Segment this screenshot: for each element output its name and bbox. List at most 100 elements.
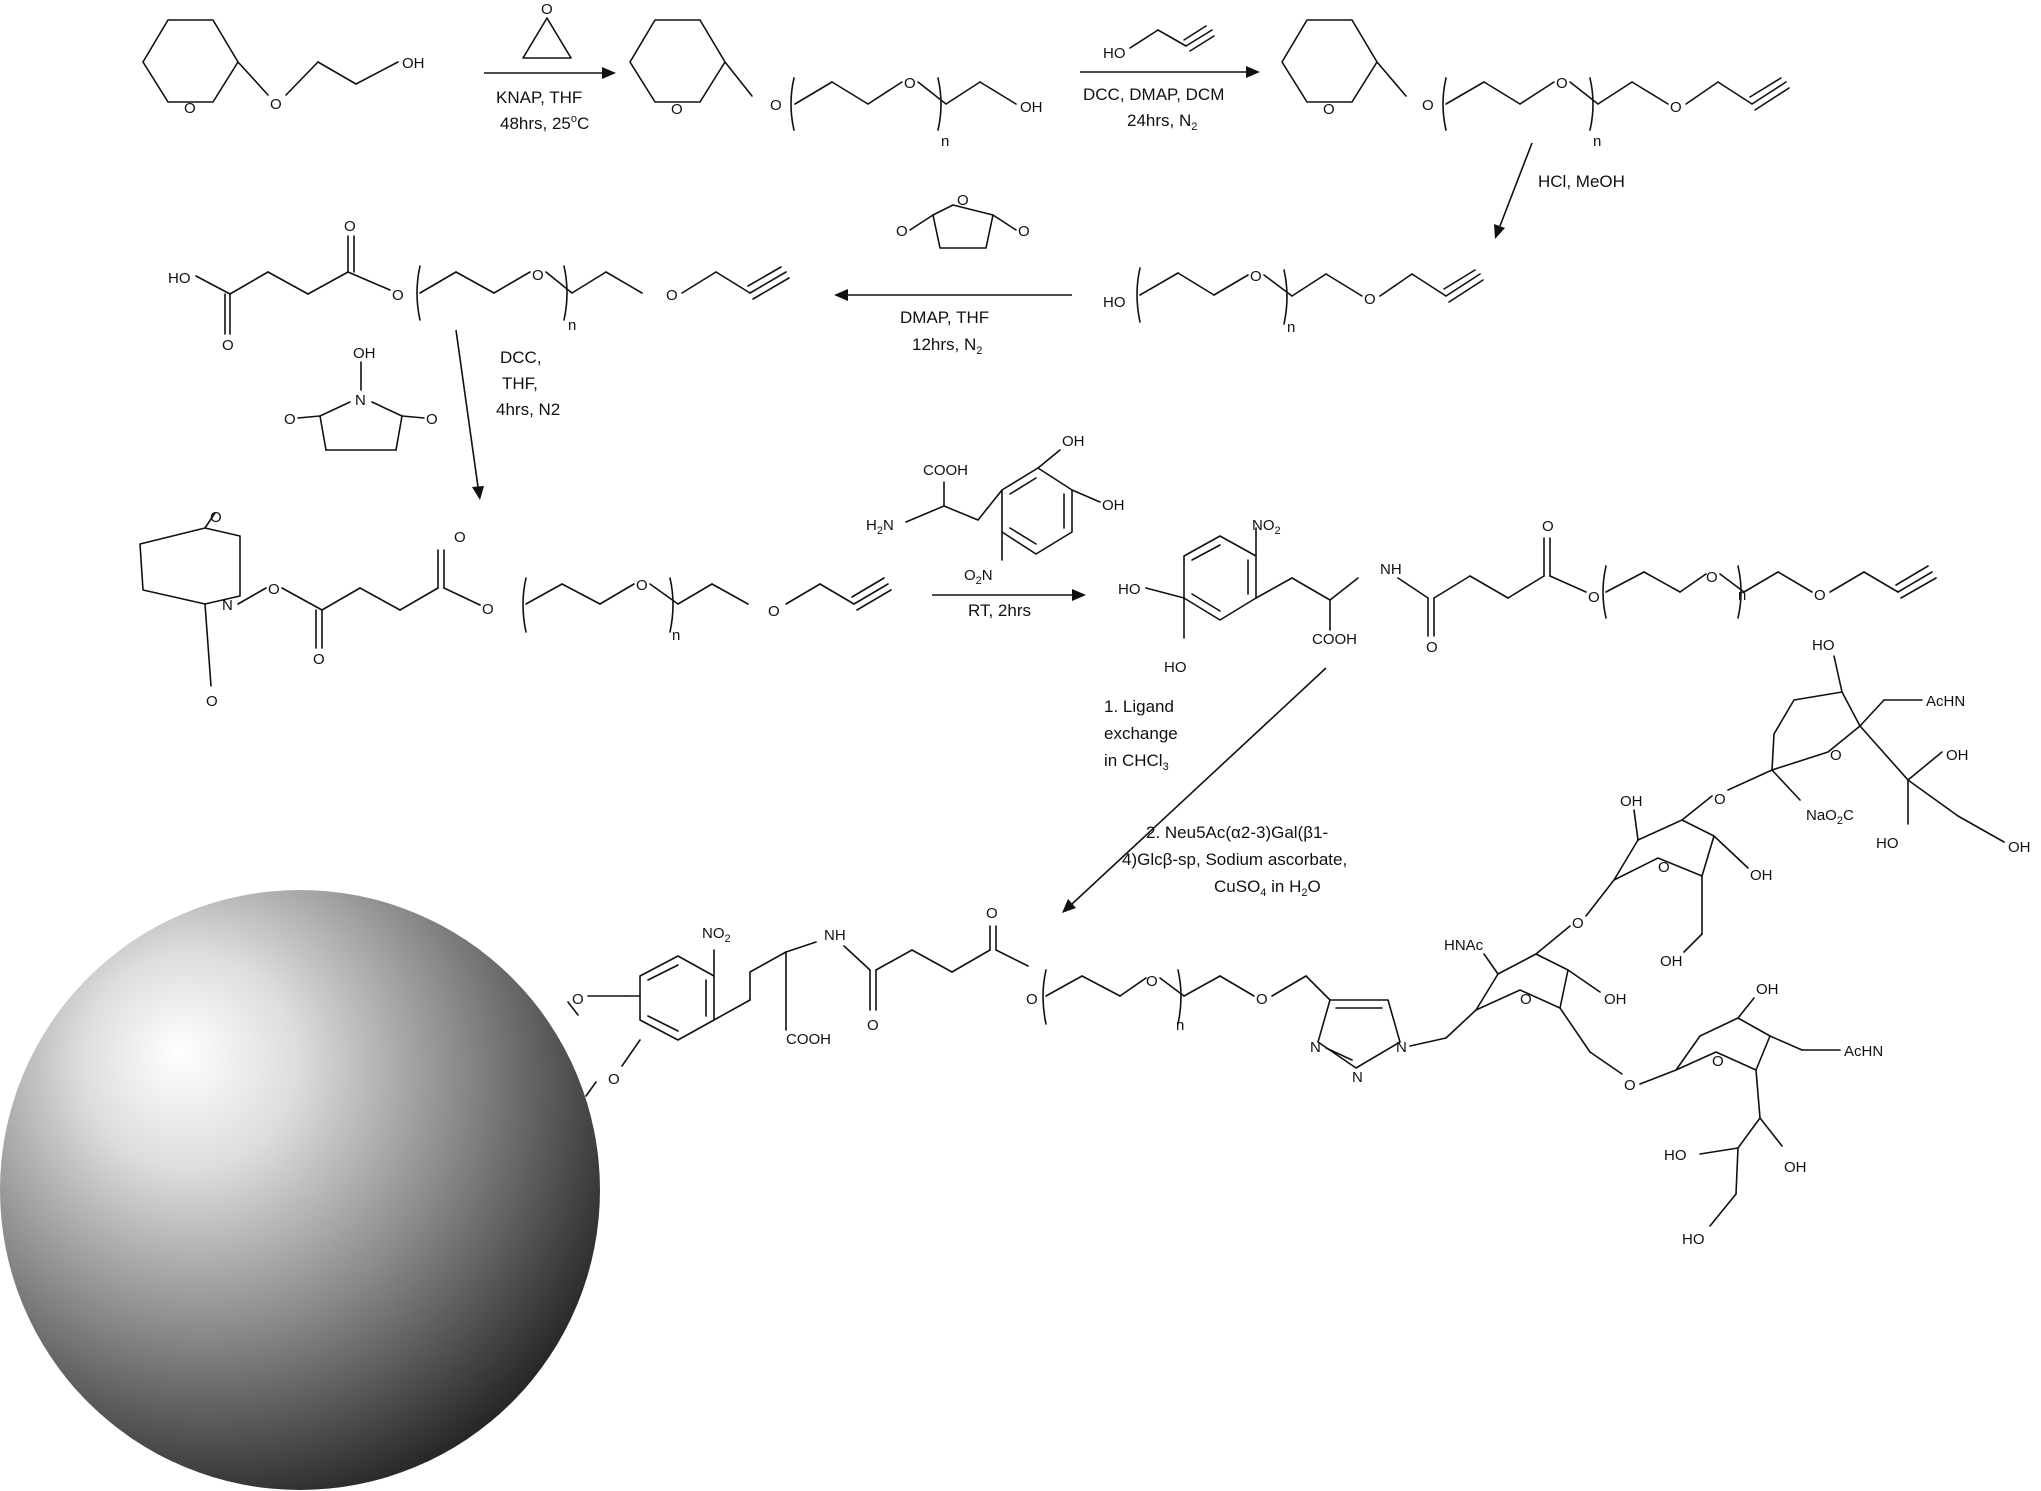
atom-bottom-oh-1: OH [1784, 1159, 1807, 1176]
atom-gal-oh-1: OH [1620, 793, 1643, 810]
atom-amide-o: O [1426, 639, 1438, 656]
reaction-step-7: 1. Ligand exchange in CHCl3 2. Neu5Ac(α2… [1062, 667, 1347, 913]
reagent-o2n: O2N [964, 567, 993, 587]
atom-bottom-ho-2: HO [1682, 1231, 1705, 1248]
repeat-unit-n: n [941, 133, 949, 150]
atom-neu-nao2c: NaO2C [1806, 807, 1854, 827]
atom-ring-o: O [671, 101, 683, 118]
molecule-nitrocatechol-peg-alkyne: NO2 HO HO COOH NH O O O O n O [1118, 517, 1937, 676]
atom-peg-o: O [1146, 973, 1158, 990]
molecule-thp-ethanol: O O OH [142, 19, 425, 117]
atom-peg-o: O [636, 577, 648, 594]
nanoparticle-sphere [0, 890, 600, 1490]
reaction-step-6: COOH H2N OH OH O2N RT, 2hrs [866, 433, 1125, 620]
atom-ester-co: O [986, 905, 998, 922]
atom-catecholate-o-2: O [608, 1071, 620, 1088]
atom-ester-o: O [392, 287, 404, 304]
atom-bottom-ring-o: O [1712, 1053, 1724, 1070]
atom-propargyl-o: O [666, 287, 678, 304]
atom-ester-co: O [344, 218, 356, 235]
atom-catechol-ho-1: HO [1118, 581, 1141, 598]
molecule-succinyl-peg-alkyne: HO O O O O n O [168, 218, 790, 354]
atom-anhydride-ring-o: O [957, 192, 969, 209]
molecule-glycan-nanoparticle-conjugate: O O NO2 COOH NH O O O O [567, 637, 2031, 1248]
atom-oh: OH [402, 55, 425, 72]
atom-catecholate-o-1: O [572, 991, 584, 1008]
step-2-condition-line-2: 24hrs, N2 [1127, 111, 1197, 133]
atom-imide-o-bottom: O [206, 693, 218, 710]
atom-bottom-achn: AcHN [1844, 1043, 1883, 1060]
step-5-condition-line-2: THF, [502, 374, 538, 393]
atom-propargyl-o: O [1364, 291, 1376, 308]
atom-ring-o: O [1323, 101, 1335, 118]
reaction-step-3: HCl, MeOH [1494, 142, 1625, 239]
epoxide-reagent [522, 17, 572, 59]
step-5-condition-line-3: 4hrs, N2 [496, 400, 560, 419]
atom-catechol-ho-2: HO [1164, 659, 1187, 676]
atom-propargyl-o: O [1256, 991, 1268, 1008]
atom-peg-o: O [1556, 75, 1568, 92]
atom-amide-n: NH [824, 927, 846, 944]
reaction-step-4: O O O DMAP, THF 12hrs, N2 [834, 192, 1072, 357]
atom-nhs-o: O [268, 581, 280, 598]
atom-ether-o: O [1422, 97, 1434, 114]
atom-anhydride-co-right: O [1018, 223, 1030, 240]
atom-cooh: COOH [1312, 631, 1357, 648]
reagent-propargyl-alcohol-ho: HO [1103, 45, 1126, 62]
atom-imide-n: N [222, 597, 233, 614]
reagent-nhs-oh: OH [353, 345, 376, 362]
atom-acid-ho: HO [168, 270, 191, 287]
reagent-h2n: H2N [866, 517, 894, 537]
atom-ester-o: O [482, 601, 494, 618]
reaction-step-2: HO DCC, DMAP, DCM 24hrs, N2 [1080, 25, 1260, 133]
atom-propargyl-o: O [1670, 99, 1682, 116]
step-1-condition-line-1: KNAP, THF [496, 88, 582, 107]
atom-anhydride-co-left: O [896, 223, 908, 240]
atom-propargyl-o: O [768, 603, 780, 620]
reagent-nhs-co-left: O [284, 411, 296, 428]
atom-neu-oh-top: HO [1812, 637, 1835, 654]
atom-ether-o: O [270, 96, 282, 113]
reagent-oh-right: OH [1102, 497, 1125, 514]
molecule-thp-peg-alkyne: O O O n O [1281, 19, 1790, 150]
atom-ring-o: O [184, 100, 196, 117]
atom-triazole-n-1: N [1310, 1039, 1321, 1056]
repeat-unit-n: n [1593, 133, 1601, 150]
atom-gal-oh-2: OH [1750, 867, 1773, 884]
atom-neu-oh-3: OH [2008, 839, 2031, 856]
atom-glc-o-link: O [1572, 915, 1584, 932]
atom-neu-oh-1: OH [1946, 747, 1969, 764]
reaction-step-1: O KNAP, THF 48hrs, 25oC [484, 1, 616, 133]
atom-peg-o: O [532, 267, 544, 284]
atom-amide-n: NH [1380, 561, 1402, 578]
step-2-condition-line-1: DCC, DMAP, DCM [1083, 85, 1224, 104]
atom-neu-achn: AcHN [1926, 693, 1965, 710]
reagent-oh-top: OH [1062, 433, 1085, 450]
reagent-nhs-n: N [355, 392, 366, 409]
atom-peg-o: O [1706, 569, 1718, 586]
step-4-condition-line-1: DMAP, THF [900, 308, 989, 327]
atom-acid-o: O [222, 337, 234, 354]
repeat-unit-n: n [568, 317, 576, 334]
atom-neu-oh-2: HO [1876, 835, 1899, 852]
atom-no2: NO2 [1252, 517, 1281, 537]
atom-amide-o: O [867, 1017, 879, 1034]
step-7-condition-line-6: CuSO4 in H2O [1214, 877, 1321, 899]
atom-ester-co-2: O [454, 529, 466, 546]
step-7-condition-line-2: exchange [1104, 724, 1178, 743]
atom-neu-ring-o: O [1830, 747, 1842, 764]
molecule-nhs-ester-peg-alkyne: O O N O O O O O n O [139, 509, 892, 710]
step-1-condition-line-2: 48hrs, 25oC [500, 113, 589, 133]
atom-imide-o-top: O [210, 509, 222, 526]
atom-glc-hnac: HNAc [1444, 937, 1484, 954]
atom-glc-ring-o: O [1520, 991, 1532, 1008]
atom-ester-o: O [1588, 589, 1600, 606]
atom-ester-co: O [1542, 518, 1554, 535]
repeat-unit-n: n [672, 627, 680, 644]
atom-bottom-oh-top: OH [1756, 981, 1779, 998]
atom-triazole-n-2: N [1352, 1069, 1363, 1086]
step-7-condition-line-4: 2. Neu5Ac(α2-3)Gal(β1- [1146, 823, 1328, 842]
step-5-condition-line-1: DCC, [500, 348, 542, 367]
atom-ether-o: O [770, 97, 782, 114]
